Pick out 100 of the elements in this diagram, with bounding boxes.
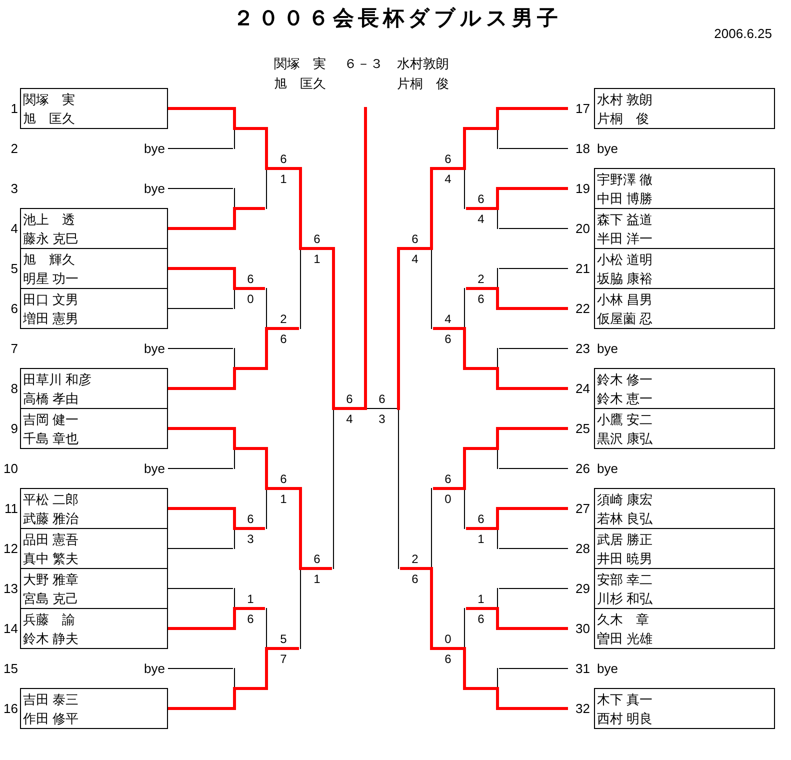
- bracket-line: [499, 307, 568, 310]
- player-name: 井田 暁男: [597, 550, 653, 568]
- bracket-junction: [496, 587, 499, 630]
- match-score: 1: [247, 593, 254, 606]
- final-score: ６－３: [344, 56, 383, 71]
- bracket-line: [302, 567, 332, 570]
- seed-number: 23: [576, 340, 590, 356]
- match-score: 3: [378, 413, 386, 426]
- bracket-junction: [233, 267, 236, 310]
- player-name: 西村 明良: [597, 710, 653, 728]
- match-score: 6: [314, 553, 320, 566]
- player-name: 武藤 雅治: [23, 510, 79, 528]
- seed-number: 32: [576, 701, 590, 716]
- player-name: 小鷹 安二: [597, 411, 653, 429]
- bracket-junction: [496, 507, 499, 550]
- player-name: 鈴木 静夫: [23, 630, 79, 648]
- bracket-line: [498, 668, 568, 669]
- bracket-line: [268, 167, 299, 170]
- player-name: 高橋 孝由: [23, 390, 79, 408]
- seed-number: 19: [576, 181, 590, 196]
- bracket-junction: [463, 607, 466, 690]
- seed-number: 5: [10, 261, 18, 276]
- match-score: 6: [247, 513, 254, 526]
- seed-number: 24: [576, 381, 590, 396]
- player-name: 須崎 康宏: [597, 491, 653, 509]
- player-name: 吉田 泰三: [23, 691, 79, 709]
- bracket-line: [168, 348, 234, 349]
- player-name: 安部 幸二: [597, 571, 653, 589]
- bye-label: bye: [144, 660, 165, 676]
- seed-number: 9: [10, 421, 18, 436]
- match-score: 3: [247, 533, 254, 546]
- bracket-line: [466, 127, 496, 130]
- bracket-line: [498, 588, 568, 589]
- bracket-junction: [233, 347, 236, 390]
- bracket-line: [168, 188, 234, 189]
- bye-label: bye: [597, 140, 618, 156]
- match-score: 2: [412, 553, 418, 566]
- seed-number: 13: [4, 581, 18, 596]
- bracket-line: [499, 107, 568, 110]
- title: ２００６会長杯ダブルス男子: [232, 6, 562, 32]
- player-name: 宇野澤 徹: [597, 171, 653, 189]
- match-score: 4: [444, 173, 452, 186]
- bracket-line: [268, 487, 299, 490]
- player-name: 平松 二郎: [23, 491, 79, 509]
- bracket-line: [433, 167, 463, 170]
- seed-number: 26: [576, 460, 590, 476]
- bracket-junction: [496, 107, 499, 150]
- match-score: 2: [280, 313, 287, 326]
- bracket-line: [168, 387, 233, 390]
- bracket-line: [168, 507, 233, 510]
- bracket-line: [302, 247, 332, 250]
- player-name: 作田 修平: [23, 710, 79, 728]
- seed-number: 30: [576, 621, 590, 636]
- bracket-line: [236, 127, 265, 130]
- player-name: 片桐 俊: [397, 76, 449, 91]
- bracket-line: [499, 187, 568, 190]
- seed-number: 16: [4, 701, 18, 716]
- bracket-line: [236, 207, 265, 210]
- match-score: 6: [280, 473, 287, 486]
- seed-number: 17: [576, 101, 590, 116]
- player-name: 木下 真一: [597, 691, 653, 709]
- bracket-junction: [397, 247, 400, 570]
- seed-number: 20: [576, 221, 590, 236]
- player-name: 坂脇 康裕: [597, 270, 653, 288]
- match-score: 5: [280, 633, 287, 646]
- player-name: 真中 繁夫: [23, 550, 79, 568]
- player-name: 兵藤 諭: [23, 611, 75, 629]
- player-name: 明星 功一: [23, 270, 79, 288]
- player-name: 黒沢 康弘: [597, 430, 653, 448]
- seed-number: 31: [576, 660, 590, 676]
- bracket-line: [168, 548, 234, 549]
- player-name: 水村敦朗: [397, 56, 449, 71]
- bye-label: bye: [144, 460, 165, 476]
- player-name: 旭 輝久: [23, 251, 75, 269]
- bye-label: bye: [144, 180, 165, 196]
- match-score: 6: [444, 653, 452, 666]
- player-name: 小松 道明: [597, 251, 653, 269]
- bye-label: bye: [597, 340, 618, 356]
- bracket-line: [498, 348, 568, 349]
- player-name: 藤永 克巳: [23, 230, 79, 248]
- bracket-line: [466, 367, 496, 370]
- bracket-line: [168, 107, 233, 110]
- player-name: 関塚 実: [274, 56, 326, 71]
- seed-number: 28: [576, 541, 590, 556]
- bracket-junction: [332, 247, 335, 570]
- bracket-line: [335, 407, 364, 410]
- player-name: 武居 勝正: [597, 531, 653, 549]
- bracket-line: [268, 327, 299, 330]
- match-score: 4: [478, 213, 484, 226]
- match-score: 1: [314, 573, 320, 586]
- match-score: 6: [247, 273, 254, 286]
- seed-number: 2: [10, 140, 18, 156]
- match-score: 1: [314, 253, 320, 266]
- bracket-junction: [265, 447, 268, 530]
- seed-number: 6: [10, 301, 18, 316]
- bracket-junction: [299, 167, 302, 330]
- bracket-line: [498, 468, 568, 469]
- match-score: 6: [478, 613, 484, 626]
- bracket-line: [466, 527, 496, 530]
- match-score: 6: [444, 153, 452, 166]
